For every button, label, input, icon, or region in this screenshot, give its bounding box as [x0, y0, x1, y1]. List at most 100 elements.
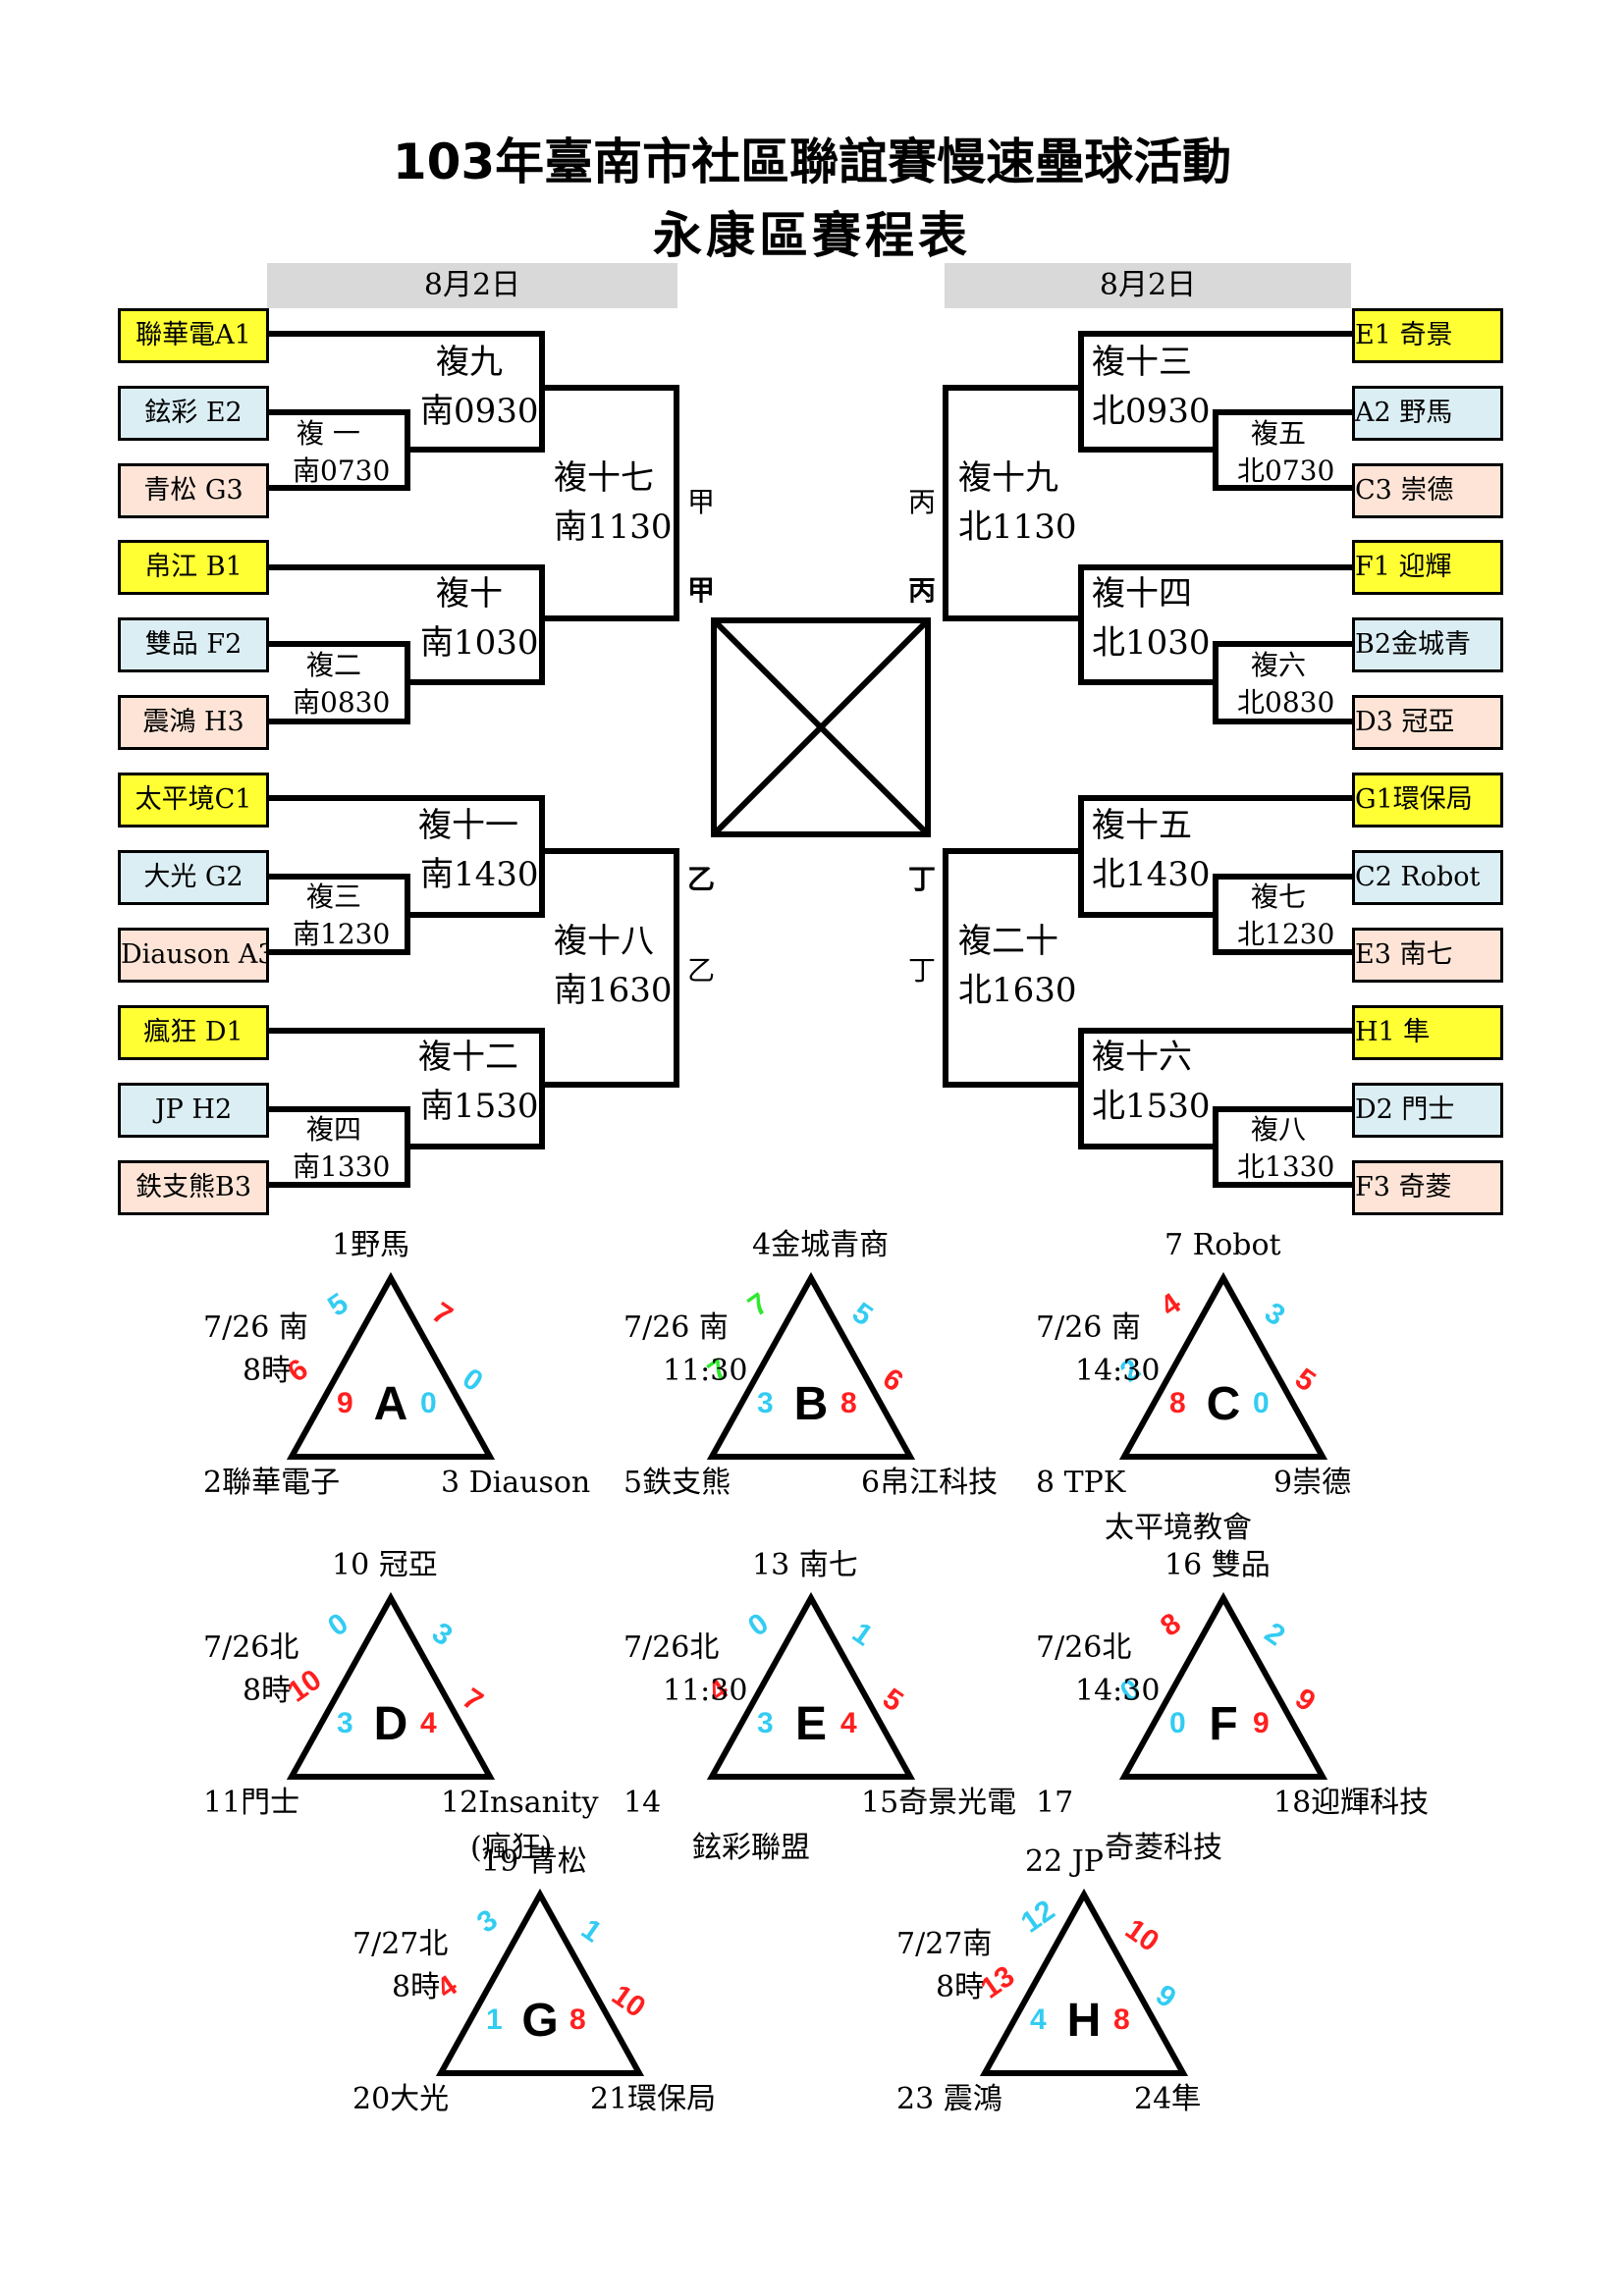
group-team-left: 14 — [623, 1786, 662, 1820]
section-label-ding: 丁 — [908, 954, 937, 987]
game-time: 北1430 — [1092, 855, 1211, 894]
team-box: D3 冠亞 — [1352, 695, 1503, 750]
group-score: 3 — [471, 1903, 504, 1940]
game-label: 複五 — [1251, 417, 1307, 450]
date-bar-right: 8月2日 — [945, 263, 1351, 308]
group-date: 7/26 南 — [623, 1310, 729, 1345]
page-title: 103年臺南市社區聯誼賽慢速壘球活動 — [392, 133, 1232, 190]
section-label-ding-bold: 丁 — [908, 863, 937, 895]
group-score: 4 — [840, 1707, 857, 1739]
group-score: 9 — [1289, 1682, 1322, 1719]
group-score: 6 — [877, 1362, 909, 1399]
team-box: F1 迎輝 — [1352, 540, 1503, 595]
game-label: 複九 — [436, 343, 503, 382]
group-team-left: 8 TPK — [1036, 1466, 1126, 1500]
game-label: 複六 — [1251, 649, 1307, 681]
group-time: 8時 — [936, 1970, 985, 2004]
group-score: 0 — [742, 1607, 775, 1643]
section-label-jia-bold: 甲 — [687, 574, 716, 607]
section-label-bing-bold: 丙 — [908, 574, 937, 607]
game-label: 複十二 — [418, 1038, 518, 1077]
group-letter: C — [1207, 1378, 1241, 1430]
group-score: 5 — [1289, 1362, 1322, 1399]
game-time: 南1130 — [554, 507, 673, 547]
team-box: Diauson A3 — [118, 928, 269, 983]
group-score: 8 — [840, 1387, 857, 1419]
group-time: 8時 — [392, 1970, 441, 2004]
group-triangle — [286, 1591, 496, 1780]
game-time: 北0730 — [1237, 454, 1335, 487]
game-time: 南1530 — [420, 1087, 539, 1126]
game-time: 北1030 — [1092, 623, 1211, 663]
team-box: H1 隼 — [1352, 1005, 1503, 1060]
team-box: 震鴻 H3 — [118, 695, 269, 750]
group-team-top: 7 Robot — [1164, 1228, 1281, 1262]
group-letter: B — [794, 1378, 829, 1430]
group-score: 10 — [1119, 1913, 1164, 1958]
team-box: 鉉彩 E2 — [118, 386, 269, 441]
group-score: 8 — [1169, 1387, 1186, 1419]
group-team-right: 3 Diauson — [441, 1466, 591, 1500]
game-label: 複十八 — [554, 922, 654, 961]
team-box: 瘋狂 D1 — [118, 1005, 269, 1060]
game-time: 南1630 — [554, 971, 673, 1010]
group-team-right: 6帛江科技 — [861, 1466, 999, 1500]
team-box: C2 Robot — [1352, 850, 1503, 905]
team-box: 帛江 B1 — [118, 540, 269, 595]
group-team-right: 12Insanity — [441, 1786, 599, 1820]
group-score: 9 — [1150, 1979, 1182, 2015]
group-time: 11:30 — [663, 1674, 748, 1708]
group-score: 3 — [757, 1707, 774, 1739]
team-box: E1 奇景 — [1352, 308, 1503, 363]
group-team-right-sub: (瘋狂) — [470, 1831, 553, 1865]
page-subtitle: 永康區賽程表 — [653, 207, 971, 264]
group-team-top: 10 冠亞 — [332, 1548, 438, 1582]
group-score: 9 — [1253, 1707, 1270, 1739]
group-score: 5 — [322, 1287, 354, 1323]
group-score: 3 — [757, 1387, 774, 1419]
game-time: 北1230 — [1237, 918, 1335, 950]
game-label: 複十六 — [1092, 1038, 1192, 1077]
group-score: 1 — [575, 1913, 608, 1949]
group-team-left: 2聯華電子 — [203, 1466, 341, 1500]
team-box: E3 南七 — [1352, 928, 1503, 983]
game-label: 複四 — [306, 1113, 362, 1146]
group-team-top: 1野馬 — [332, 1228, 410, 1262]
team-box: A2 野馬 — [1352, 386, 1503, 441]
team-box: F3 奇菱 — [1352, 1160, 1503, 1215]
game-label: 複 一 — [297, 417, 360, 450]
group-date: 7/27南 — [896, 1927, 993, 1961]
group-team-left: 17 — [1036, 1786, 1074, 1820]
game-label: 複二十 — [958, 922, 1058, 961]
game-label: 複十九 — [958, 458, 1058, 498]
group-score: 5 — [846, 1297, 879, 1333]
team-box: 太平境C1 — [118, 773, 269, 828]
game-time: 北1130 — [958, 507, 1077, 547]
group-score: 0 — [322, 1607, 354, 1643]
group-score: 8 — [1113, 2003, 1130, 2036]
group-letter: F — [1209, 1698, 1237, 1750]
date-bar-left: 8月2日 — [267, 263, 677, 308]
game-time: 南1330 — [293, 1150, 391, 1183]
game-time: 北0830 — [1237, 686, 1335, 719]
group-time: 14:30 — [1075, 1674, 1161, 1708]
group-score: 10 — [606, 1979, 651, 2024]
group-score: 7 — [457, 1682, 489, 1719]
group-triangle — [1118, 1271, 1328, 1460]
group-time: 14:30 — [1075, 1354, 1161, 1388]
team-box: C3 崇德 — [1352, 463, 1503, 518]
team-box: 雙品 F2 — [118, 617, 269, 672]
group-team-right: 15奇景光電 — [861, 1786, 1017, 1820]
game-time: 南0830 — [293, 686, 391, 719]
game-time: 北1530 — [1092, 1087, 1211, 1126]
group-score: 2 — [1259, 1617, 1291, 1653]
group-time: 11:30 — [663, 1354, 748, 1388]
group-letter: G — [521, 1995, 558, 2047]
group-letter: A — [374, 1378, 408, 1430]
game-label: 複十七 — [554, 458, 654, 498]
group-team-left: 5鉄支熊 — [623, 1466, 731, 1500]
group-score: 7 — [742, 1287, 775, 1323]
group-score: 0 — [457, 1362, 489, 1399]
group-score: 8 — [569, 2003, 586, 2036]
